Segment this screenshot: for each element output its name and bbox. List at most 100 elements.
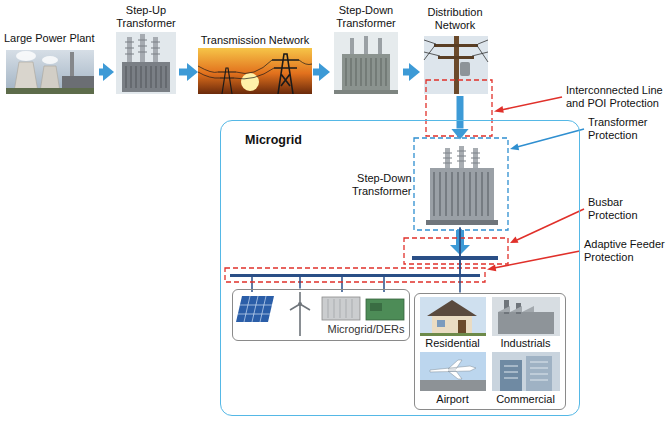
step-up-transformer-illustration-part [116, 32, 176, 94]
busbar-part [412, 256, 498, 260]
generator-illustration [366, 299, 404, 320]
flow-arrow [403, 69, 409, 76]
airport-illustration-part [420, 352, 486, 391]
transmission-network-illustration-part [198, 60, 312, 79]
industrial-illustration [492, 297, 560, 336]
flow-arrow [99, 69, 103, 76]
node-label: Step-Down Transformer [350, 172, 412, 198]
microgrid-transformer-illustration-part [434, 172, 488, 216]
residential-illustration-part [458, 320, 466, 334]
step-down-transformer-illustration-part [346, 58, 386, 86]
commercial-illustration-part [492, 352, 560, 391]
distribution-pole-illustration-part [434, 44, 478, 47]
transformer-box: Step-Up Transformer [114, 4, 179, 96]
flow-arrow [313, 69, 319, 76]
leader-arrow [510, 209, 584, 243]
step-up-transformer-illustration-part [140, 34, 145, 63]
callout-label: Transformer Protection [588, 116, 666, 142]
residential-illustration [420, 297, 486, 336]
microgrid-region: Step-Down TransformerMicrogrid/DERsResid… [220, 120, 580, 416]
solar-panel-illustration [236, 296, 274, 322]
power-plant-illustration-part [42, 56, 58, 64]
leader-arrow-part [494, 251, 580, 268]
step-up-transformer-illustration-part [125, 40, 160, 54]
leader-arrow-part [517, 129, 584, 147]
generator-illustration-part [370, 303, 382, 311]
residential-illustration-part [420, 297, 486, 336]
flow-arrow [459, 228, 461, 293]
distribution-pole-illustration-part [424, 40, 488, 62]
distribution-pole-illustration-part [460, 62, 470, 76]
distribution-pole-illustration-part [424, 36, 488, 94]
residential-illustration-part [432, 314, 472, 334]
poi-protection-zone [426, 80, 492, 136]
step-up-transformer-illustration-part [122, 62, 170, 92]
wind-turbine-illustration-part [298, 302, 302, 306]
leader-arrow-part [487, 265, 496, 272]
transformer-protection-zone-part [414, 138, 508, 230]
step-down-transformer-illustration-part [334, 32, 398, 94]
step-up-transformer-illustration [116, 32, 176, 94]
distribution-pole-illustration-part [438, 56, 474, 59]
callout-label: Adaptive Feeder Protection [584, 238, 668, 264]
power-plant-illustration-part [6, 88, 94, 94]
residential-illustration-part [420, 333, 486, 336]
microgrid-transformer-illustration-part [426, 220, 498, 225]
distribution-box: Distribution Network [420, 6, 491, 96]
callout-label: Busbar Protection [588, 196, 666, 222]
flow-arrow [179, 69, 187, 76]
wind-turbine-illustration-part [299, 304, 301, 336]
leader-arrow-part [501, 97, 562, 110]
network-box: Transmission Network [198, 32, 313, 96]
microgrid-transformer-illustration [426, 146, 498, 225]
step-down-transformer-illustration [334, 32, 398, 94]
step-up-transformer-illustration-part [153, 37, 158, 63]
node-label: Commercial [490, 393, 562, 406]
industrial-illustration-part [498, 306, 534, 312]
microgrid-transformer-illustration-part [443, 151, 480, 163]
flow-arrow [457, 96, 464, 129]
poi-protection-zone-part [426, 80, 492, 136]
power-plant-illustration-part [14, 62, 38, 92]
battery-container-illustration [322, 297, 360, 320]
generator-illustration-part [366, 299, 404, 320]
power-plant-illustration [6, 50, 94, 94]
industrial-illustration-part [492, 297, 560, 336]
node-label: Industrials [490, 337, 562, 350]
node-label: Microgrid [245, 133, 365, 148]
step-down-transformer-illustration-part [364, 36, 368, 54]
industrial-illustration-part [498, 312, 554, 334]
node-label: Step-Down Transformer [330, 4, 402, 30]
step-down-transformer-illustration-part [342, 54, 390, 90]
power-plant-illustration-part [6, 50, 94, 94]
residential-illustration-part [437, 320, 445, 327]
busbar [412, 256, 498, 260]
plant-box: Large Power Plant [4, 32, 99, 96]
battery-container-illustration-part [322, 297, 360, 320]
airport-illustration-part [420, 380, 486, 391]
transmission-network-illustration-part [272, 54, 299, 94]
step-down-transformer-illustration-part [378, 38, 382, 54]
wind-turbine-illustration [290, 292, 310, 336]
busbar-protection-zone [404, 238, 508, 264]
transformer-protection-zone [414, 138, 508, 230]
callout-label: Interconnected Line and POI Protection [566, 84, 668, 110]
node-label: Large Power Plant [4, 32, 98, 45]
node-label: Step-Up Transformer [114, 4, 178, 30]
power-plant-illustration-part [16, 51, 36, 61]
step-down-transformer-illustration-part [334, 90, 398, 94]
transmission-network-illustration [198, 48, 312, 94]
transformer-box: Step-Down Transformer [350, 140, 506, 228]
leader-arrow-part [510, 144, 519, 151]
node-label: Residential [418, 337, 488, 350]
wind-turbine-illustration-part [290, 292, 310, 310]
node-label: Airport [418, 393, 488, 406]
node-label: Distribution Network [420, 6, 490, 32]
commercial-illustration [492, 352, 560, 391]
airport-illustration-part [430, 360, 476, 379]
leader-arrow [487, 251, 580, 271]
transmission-network-illustration-part [218, 68, 236, 94]
flow-arrow [300, 228, 460, 289]
